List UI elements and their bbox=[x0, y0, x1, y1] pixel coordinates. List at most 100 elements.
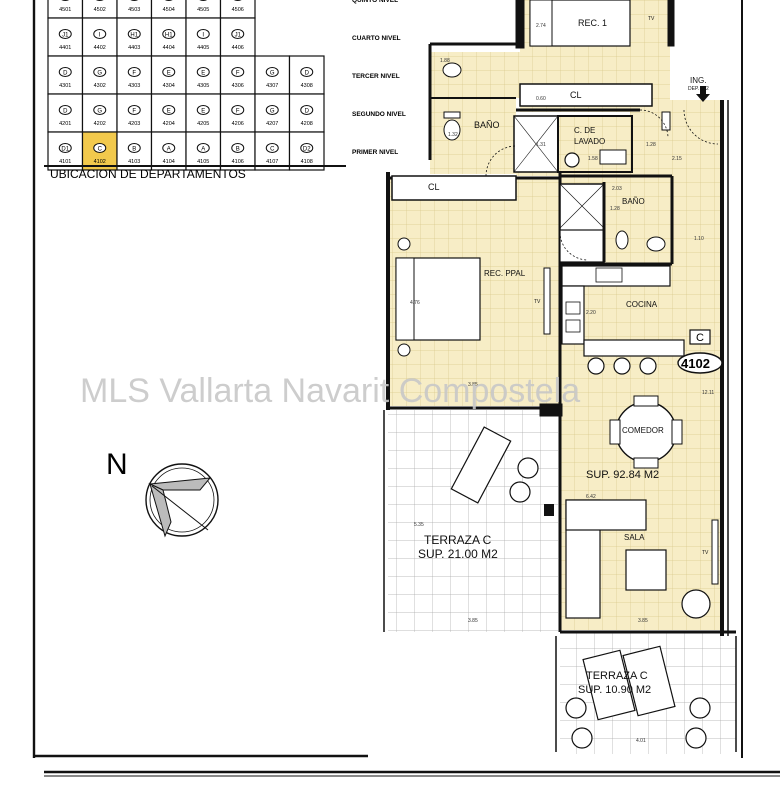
dim: 1.31 bbox=[536, 142, 546, 148]
unit-cell-code: 4308 bbox=[301, 83, 313, 89]
unit-cell-badge bbox=[233, 0, 242, 1]
unit-cell-letter: D bbox=[63, 109, 68, 115]
unit-cell-badge bbox=[196, 29, 210, 39]
unit-cell-badge bbox=[231, 67, 245, 77]
unit-cell-badge bbox=[164, 0, 173, 1]
unit-cell-code: 4108 bbox=[301, 159, 313, 165]
unit-cell-badge bbox=[127, 105, 141, 115]
dim: 3.85 bbox=[468, 618, 478, 624]
unit-cell-letter: H1 bbox=[130, 33, 138, 39]
unit-cell-letter: E bbox=[167, 109, 171, 115]
dim: 1.58 bbox=[588, 156, 598, 162]
unit-cell-code: 4102 bbox=[94, 159, 106, 165]
unit-cell-letter: F bbox=[132, 109, 136, 115]
unit-cell-letter: D2 bbox=[303, 147, 311, 153]
unit-cell-letter: I bbox=[202, 0, 204, 1]
unit-cell-letter: F bbox=[236, 71, 240, 77]
unit-cell-code: 4506 bbox=[232, 7, 244, 13]
walls bbox=[383, 0, 737, 752]
unit-cell-code: 4101 bbox=[59, 159, 71, 165]
dim: 12.11 bbox=[702, 390, 714, 396]
unit-cell-badge bbox=[300, 143, 314, 153]
dimension-labels: 2.74 1.88 0.60 1.32 1.31 1.58 1.28 2.15 … bbox=[410, 23, 714, 744]
unit-cell-code: 4306 bbox=[232, 83, 244, 89]
unit-cell-badge bbox=[265, 143, 279, 153]
unit-cell-code: 4504 bbox=[163, 7, 175, 13]
unit-cell-badge bbox=[300, 105, 314, 115]
unit-cell-letter: D1 bbox=[61, 147, 69, 153]
unit-number: 4102 bbox=[681, 356, 710, 371]
unit-cell-letter: B bbox=[236, 147, 240, 153]
unit-cell-code: 4403 bbox=[128, 45, 140, 51]
dim: 3.85 bbox=[638, 618, 648, 624]
unit-cell-badge bbox=[196, 143, 210, 153]
unit-cell-letter: D bbox=[305, 109, 310, 115]
dim: 3.85 bbox=[468, 382, 478, 388]
room-label-sala: SALA bbox=[624, 533, 645, 542]
unit-cell-badge bbox=[196, 105, 210, 115]
dim: 1.28 bbox=[610, 206, 620, 212]
unit-cell-badge bbox=[93, 105, 107, 115]
unit-letter: C bbox=[696, 332, 704, 344]
unit-cell-code: 4304 bbox=[163, 83, 175, 89]
unit-cell-badge bbox=[162, 67, 176, 77]
room-label-bano-mid: BAÑO bbox=[622, 197, 645, 206]
unit-tag: C 4102 bbox=[677, 329, 723, 374]
unit-cell-letter: G bbox=[270, 71, 275, 77]
unit-cell-letter: A bbox=[167, 147, 171, 153]
level-label: QUINTO NIVEL bbox=[352, 0, 398, 4]
room-label-cl-top: CL bbox=[570, 90, 582, 100]
unit-cell-badge bbox=[61, 0, 70, 1]
unit-cell-code: 4202 bbox=[94, 121, 106, 127]
tv-label-rec-ppal: TV bbox=[534, 299, 541, 305]
room-label-rec-ppal: REC. PPAL bbox=[484, 269, 526, 278]
room-labels: REC. 1 CL BAÑO C. DE LAVADO ING. DEP. 10… bbox=[418, 16, 709, 696]
unit-cell-code: 4501 bbox=[59, 7, 71, 13]
dim: 1.88 bbox=[440, 58, 450, 64]
unit-cell-letter: G bbox=[270, 109, 275, 115]
unit-cell-code: 4105 bbox=[197, 159, 209, 165]
room-label-cl-mid: CL bbox=[428, 182, 440, 192]
room-label-lavado: LAVADO bbox=[574, 137, 605, 146]
dim: 2.15 bbox=[672, 156, 682, 162]
unit-cell-code: 4204 bbox=[163, 121, 175, 127]
sheet-border bbox=[32, 0, 780, 777]
level-label: SEGUNDO NIVEL bbox=[352, 111, 406, 118]
unit-cell-badge bbox=[300, 67, 314, 77]
unit-cell-letter: G bbox=[97, 109, 102, 115]
entry-label: ING. bbox=[690, 76, 706, 85]
dim: 4.76 bbox=[410, 300, 420, 306]
unit-cell-badge bbox=[265, 105, 279, 115]
room-label-c-de: C. DE bbox=[574, 126, 595, 135]
unit-cell-badge bbox=[58, 67, 72, 77]
unit-cell-code: 4104 bbox=[163, 159, 175, 165]
dim: 2.74 bbox=[536, 23, 546, 29]
watermark: MLS Vallarta Navarit Compostela bbox=[80, 372, 580, 410]
unit-location-grid: J4501I4502H4503H4504I4505J4506QUINTO NIV… bbox=[44, 0, 406, 171]
unit-cell-code: 4303 bbox=[128, 83, 140, 89]
unit-cell-badge bbox=[162, 105, 176, 115]
unit-cell-code: 4207 bbox=[266, 121, 278, 127]
unit-cell-letter: F bbox=[132, 71, 136, 77]
unit-cell bbox=[254, 93, 291, 133]
unit-cell-badge bbox=[196, 67, 210, 77]
room-label-bano-upper: BAÑO bbox=[474, 120, 500, 130]
unit-cell-code: 4103 bbox=[128, 159, 140, 165]
unit-cell-letter: J1 bbox=[62, 33, 69, 39]
unit-cell-badge bbox=[231, 143, 245, 153]
terraces bbox=[388, 410, 736, 754]
unit-cell-badge bbox=[127, 143, 141, 153]
unit-cell-badge bbox=[95, 0, 104, 1]
unit-cell-letter: E bbox=[167, 71, 171, 77]
unit-cell-letter: C bbox=[270, 147, 275, 153]
unit-cell-badge bbox=[58, 29, 72, 39]
north-label: N bbox=[106, 448, 128, 481]
unit-cell-badge bbox=[265, 67, 279, 77]
terrace-bottom-label: TERRAZA C bbox=[586, 670, 648, 682]
unit-cell-badge bbox=[130, 0, 139, 1]
tv-label-sala: TV bbox=[702, 550, 709, 556]
unit-cell-letter: J bbox=[236, 0, 239, 1]
unit-cell-code: 4301 bbox=[59, 83, 71, 89]
terrace-left-area: SUP. 21.00 M2 bbox=[418, 547, 498, 561]
